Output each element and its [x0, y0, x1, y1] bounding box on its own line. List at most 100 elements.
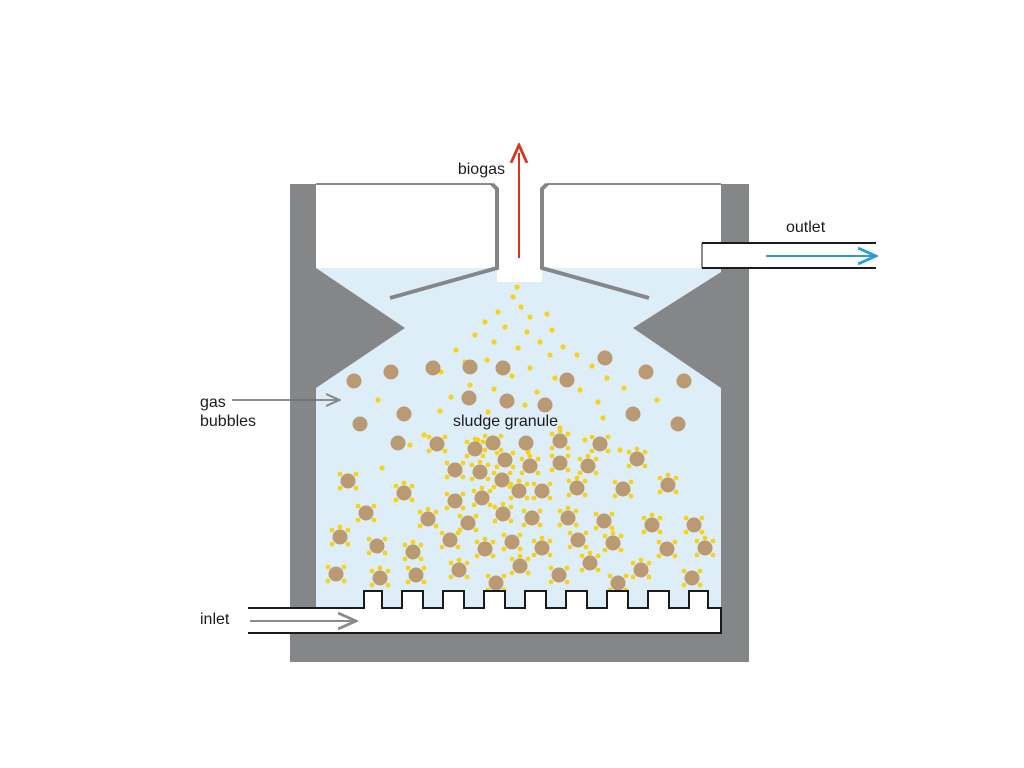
- attached-gas-bubble: [618, 547, 624, 553]
- attached-gas-bubble: [482, 433, 488, 439]
- attached-gas-bubble: [549, 431, 555, 437]
- sludge-granule: [644, 517, 660, 533]
- gas-bubble: [482, 319, 488, 325]
- sludge-granule: [534, 483, 550, 499]
- attached-gas-bubble: [702, 535, 708, 541]
- sludge-granule: [358, 505, 374, 521]
- attached-gas-bubble: [492, 504, 498, 510]
- attached-gas-bubble: [646, 574, 652, 580]
- attached-gas-bubble: [345, 527, 351, 533]
- attached-gas-bubble: [609, 511, 615, 517]
- attached-gas-bubble: [565, 505, 571, 511]
- attached-gas-bubble: [498, 447, 504, 453]
- attached-gas-bubble: [638, 557, 644, 563]
- attached-gas-bubble: [656, 539, 662, 545]
- attached-gas-bubble: [673, 475, 679, 481]
- attached-gas-bubble: [673, 489, 679, 495]
- attached-gas-bubble: [409, 497, 415, 503]
- sludge-granule: [552, 455, 568, 471]
- attached-gas-bubble: [426, 448, 432, 454]
- attached-gas-bubble: [448, 574, 454, 580]
- attached-gas-bubble: [382, 536, 388, 542]
- attached-gas-bubble: [482, 447, 488, 453]
- attached-gas-bubble: [498, 433, 504, 439]
- gas-bubble: [437, 408, 443, 414]
- gas-bubble: [485, 409, 491, 415]
- attached-gas-bubble: [492, 518, 498, 524]
- attached-gas-bubble: [602, 533, 608, 539]
- attached-gas-bubble: [410, 539, 416, 545]
- gas-bubble: [549, 327, 555, 333]
- attached-gas-bubble: [341, 564, 347, 570]
- attached-gas-bubble: [573, 508, 579, 514]
- attached-gas-bubble: [516, 478, 522, 484]
- attached-gas-bubble: [694, 552, 700, 558]
- attached-gas-bubble: [646, 560, 652, 566]
- sludge-granule: [352, 416, 368, 432]
- gas-bubble: [514, 284, 520, 290]
- gas-hood-left: [389, 182, 499, 300]
- attached-gas-bubble: [566, 492, 572, 498]
- attached-gas-bubble: [508, 504, 514, 510]
- attached-gas-bubble: [519, 470, 525, 476]
- attached-gas-bubble: [480, 439, 486, 445]
- attached-gas-bubble: [464, 439, 470, 445]
- attached-gas-bubble: [628, 493, 634, 499]
- attached-gas-bubble: [593, 470, 599, 476]
- attached-gas-bubble: [491, 470, 497, 476]
- attached-gas-bubble: [457, 513, 463, 519]
- attached-gas-bubble: [583, 544, 589, 550]
- attached-gas-bubble: [371, 517, 377, 523]
- attached-gas-bubble: [626, 449, 632, 455]
- attached-gas-bubble: [490, 553, 496, 559]
- attached-gas-bubble: [628, 479, 634, 485]
- gas-bubble: [509, 373, 515, 379]
- attached-gas-bubble: [487, 502, 493, 508]
- attached-gas-bubble: [681, 582, 687, 588]
- attached-gas-bubble: [557, 428, 563, 434]
- sludge-granule: [580, 458, 596, 474]
- attached-gas-bubble: [573, 522, 579, 528]
- attached-gas-bubble: [433, 523, 439, 529]
- sludge-granule: [560, 510, 576, 526]
- gas-bubble: [421, 432, 427, 438]
- gas-bubble: [547, 352, 553, 358]
- sludge-granule: [597, 350, 613, 366]
- sludge-granule: [569, 480, 585, 496]
- gas-bubble: [495, 309, 501, 315]
- attached-gas-bubble: [612, 479, 618, 485]
- attached-gas-bubble: [345, 541, 351, 547]
- attached-gas-bubble: [593, 511, 599, 517]
- attached-gas-bubble: [641, 529, 647, 535]
- attached-gas-bubble: [471, 502, 477, 508]
- sludge-granule: [625, 406, 641, 422]
- sludge-granule: [447, 462, 463, 478]
- sludge-granule: [570, 532, 586, 548]
- attached-gas-bubble: [464, 574, 470, 580]
- attached-gas-bubble: [353, 485, 359, 491]
- attached-gas-bubble: [409, 483, 415, 489]
- gas-bubble: [484, 357, 490, 363]
- attached-gas-bubble: [325, 564, 331, 570]
- sludge-granule: [512, 558, 528, 574]
- sludge-granule: [346, 373, 362, 389]
- attached-gas-bubble: [656, 553, 662, 559]
- attached-gas-bubble: [549, 453, 555, 459]
- attached-gas-bubble: [426, 434, 432, 440]
- gas-bubble: [472, 332, 478, 338]
- attached-gas-bubble: [699, 529, 705, 535]
- attached-gas-bubble: [577, 470, 583, 476]
- attached-gas-bubble: [455, 544, 461, 550]
- gas-bubble: [491, 386, 497, 392]
- attached-gas-bubble: [402, 556, 408, 562]
- attached-gas-bubble: [494, 464, 500, 470]
- attached-gas-bubble: [491, 484, 497, 490]
- sludge-granule: [447, 493, 463, 509]
- gas-bubble: [453, 347, 459, 353]
- sludge-granule-label: sludge granule: [453, 413, 558, 430]
- sludge-granule: [451, 562, 467, 578]
- attached-gas-bubble: [485, 462, 491, 468]
- attached-gas-bubble: [508, 518, 514, 524]
- attached-gas-bubble: [401, 480, 407, 486]
- attached-gas-bubble: [548, 579, 554, 585]
